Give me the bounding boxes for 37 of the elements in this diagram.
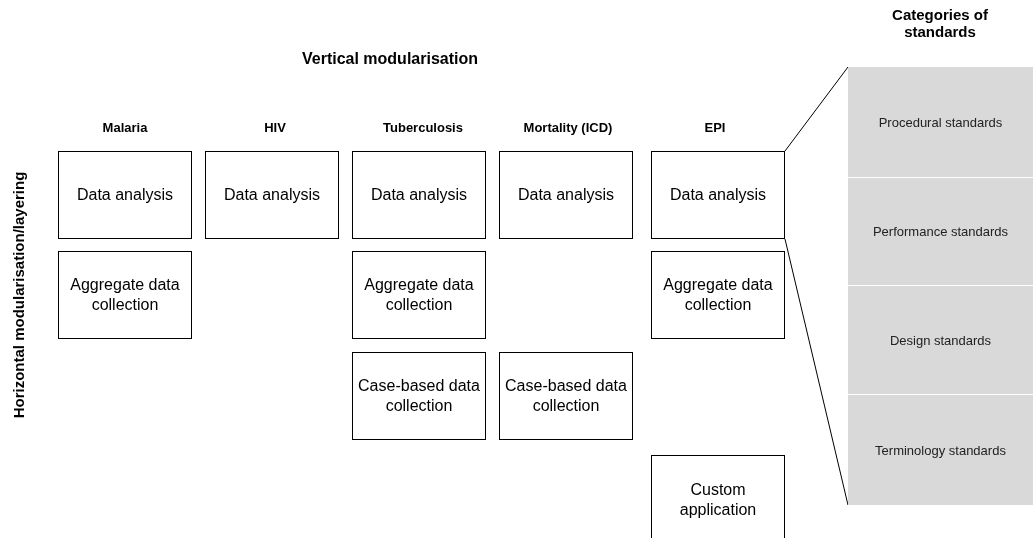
connector-line [784,238,849,506]
node-text: Aggregate data collection [363,275,475,315]
module-box [58,251,192,339]
node-text: Data analysis [223,185,320,205]
module-box [499,352,633,440]
node-text: Aggregate data collection [662,275,774,315]
column-header: Mortality (ICD) [523,120,613,135]
node-text: Design standards [889,332,992,348]
column-header: Malaria [102,120,148,135]
axis-label: Horizontal modularisation/layering [9,171,27,419]
column-header: HIV [264,120,286,135]
node-text: Data analysis [517,185,614,205]
node-text: Terminology standards [875,442,1006,458]
module-box [58,151,192,239]
categories-panel [848,67,1033,505]
node-text: Data analysis [370,185,467,205]
node-text: Case-based data collection [504,376,628,416]
node-text: Procedural standards [878,114,1003,130]
module-box [352,352,486,440]
panel-heading: Categories of standards [891,6,989,40]
node-text: Aggregate data collection [69,275,181,315]
column-header: Tuberculosis [383,120,463,135]
connector-line [784,66,849,152]
module-box [499,151,633,239]
node-text: Data analysis [76,185,173,205]
module-box [205,151,339,239]
module-box [651,251,785,339]
module-box [352,151,486,239]
node-text: Case-based data collection [357,376,481,416]
module-box [352,251,486,339]
node-text: Data analysis [669,185,766,205]
column-header: EPI [704,120,726,135]
title: Vertical modularisation [301,50,479,68]
node-text: Custom application [678,480,758,520]
node-text: Performance standards [872,224,1009,239]
module-box [651,151,785,239]
module-box [651,455,785,538]
